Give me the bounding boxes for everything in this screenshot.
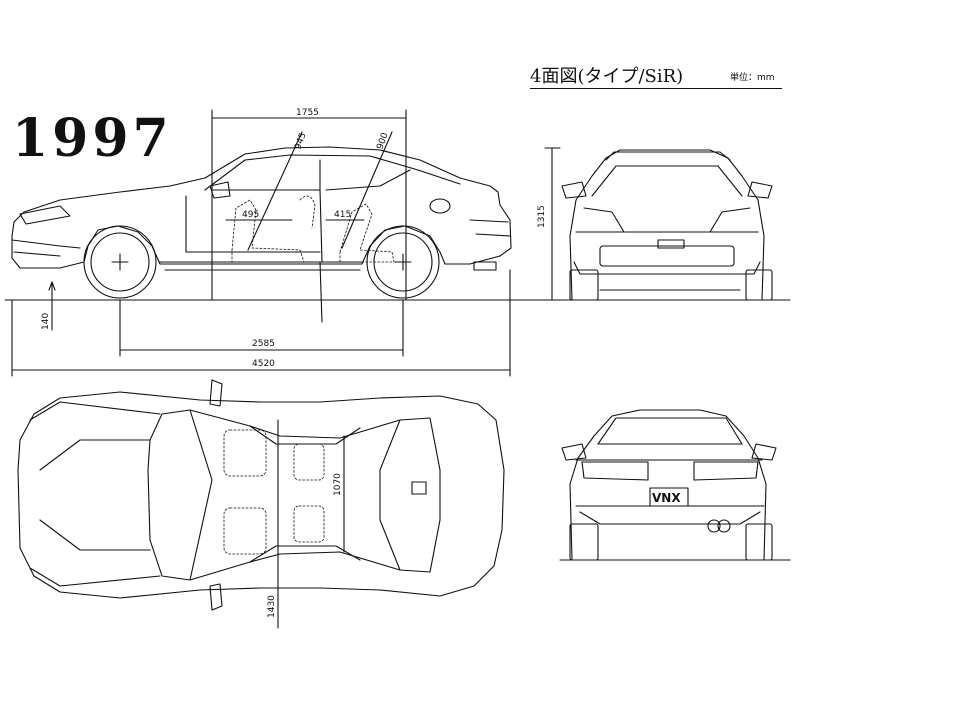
front-view bbox=[561, 149, 773, 301]
license-plate: VNX bbox=[652, 491, 681, 505]
dim-ground-clearance: 140 bbox=[41, 313, 51, 330]
dim-front-legroom: 495 bbox=[242, 210, 259, 220]
unit-label: 単位：mm bbox=[730, 73, 775, 83]
dim-cabin-width: 1070 bbox=[333, 473, 343, 496]
drawing-heading: 4面図(タイプ/SiR) bbox=[530, 66, 684, 87]
dim-front-headroom: 945 bbox=[293, 131, 308, 151]
dim-overall-length: 4520 bbox=[252, 359, 275, 369]
dim-track: 1430 bbox=[267, 595, 277, 618]
rear-view bbox=[559, 409, 791, 561]
dim-height: 1315 bbox=[537, 205, 547, 228]
side-view bbox=[4, 109, 791, 377]
year-title: 1997 bbox=[12, 108, 173, 169]
dim-rear-legroom: 415 bbox=[334, 210, 351, 220]
dim-wheelbase: 2585 bbox=[252, 339, 275, 349]
dim-roof-length: 1755 bbox=[296, 108, 319, 118]
top-view bbox=[17, 379, 505, 629]
heading-underline bbox=[530, 88, 782, 89]
